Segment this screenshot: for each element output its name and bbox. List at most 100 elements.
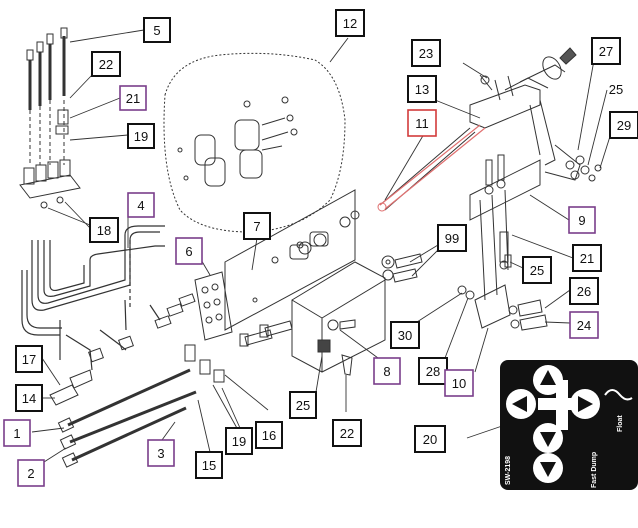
callout-label: 24 — [577, 318, 591, 333]
callout-29: 29 — [609, 111, 638, 139]
callout-label: 14 — [22, 391, 36, 406]
callout-25: 25 — [289, 391, 317, 419]
callout-label: 3 — [157, 446, 164, 461]
callout-box — [195, 451, 223, 479]
callout-label: 29 — [617, 118, 631, 133]
callout-label: 13 — [415, 82, 429, 97]
highlighted-rod — [379, 124, 486, 210]
callout-4: 4 — [127, 192, 155, 218]
decal-float-label: Float — [617, 415, 624, 432]
callout-label: 11 — [415, 116, 429, 131]
callout-box — [119, 85, 147, 111]
callout-label: 9 — [578, 213, 585, 228]
callout-box — [147, 439, 175, 467]
callout-box — [444, 369, 474, 397]
callout-28: 28 — [418, 357, 448, 385]
callout-14: 14 — [15, 384, 43, 412]
callout-25: 25 — [609, 82, 623, 97]
arrow-right-icon — [578, 396, 593, 412]
elbow-fitting — [69, 369, 93, 389]
fitting — [213, 369, 225, 383]
callout-30: 30 — [390, 321, 420, 349]
detail-cloud — [163, 52, 346, 233]
callout-9: 9 — [568, 206, 596, 234]
callout-19: 19 — [127, 123, 155, 149]
callout-13: 13 — [407, 75, 437, 103]
callout-16: 16 — [255, 421, 283, 449]
fitting — [57, 109, 69, 125]
callout-label: 30 — [398, 328, 412, 343]
callout-24: 24 — [569, 311, 599, 339]
callout-label: 16 — [262, 428, 276, 443]
callout-box — [15, 384, 43, 412]
bracket — [291, 261, 386, 376]
callout-box — [407, 109, 437, 137]
callout-label: 2 — [27, 466, 34, 481]
callout-label: 19 — [134, 129, 148, 144]
hose-long — [71, 406, 187, 462]
callout-1: 1 — [3, 419, 31, 447]
callout-box — [418, 357, 448, 385]
callout-label: 23 — [419, 46, 433, 61]
callout-21: 21 — [119, 85, 147, 111]
drawing — [19, 27, 602, 468]
hose-end — [60, 27, 68, 39]
arrow-up-icon — [540, 370, 556, 385]
hose-long — [69, 390, 197, 444]
callout-label: 8 — [383, 364, 390, 379]
callout-label: 21 — [580, 251, 594, 266]
callout-15: 15 — [195, 451, 223, 479]
callout-25: 25 — [522, 256, 552, 284]
callout-label: 5 — [153, 23, 160, 38]
callout-label: 25 — [609, 82, 623, 97]
callout-label: 4 — [137, 198, 144, 213]
callout-label: 22 — [340, 426, 354, 441]
callout-box — [569, 311, 599, 339]
callout-label: 22 — [99, 57, 113, 72]
callout-5: 5 — [143, 17, 171, 43]
hose-end — [36, 41, 44, 53]
callout-label: 10 — [452, 376, 466, 391]
callout-22: 22 — [91, 51, 121, 77]
callout-box — [569, 277, 599, 305]
callout-label: 25 — [530, 263, 544, 278]
callout-label: 1 — [13, 426, 20, 441]
callout-27: 27 — [591, 37, 621, 65]
callout-box — [572, 244, 602, 272]
callout-box — [407, 75, 437, 103]
callout-label: 18 — [97, 223, 111, 238]
callout-box — [609, 111, 638, 139]
hose-long — [67, 368, 191, 427]
callout-box — [89, 217, 119, 243]
callout-21: 21 — [572, 244, 602, 272]
callout-label: 21 — [126, 91, 140, 106]
callout-10: 10 — [444, 369, 474, 397]
callout-box — [3, 419, 31, 447]
mount-plate — [224, 189, 356, 331]
callout-box — [591, 37, 621, 65]
callout-20: 20 — [414, 425, 446, 453]
hose-end — [46, 33, 54, 45]
callout-19: 19 — [225, 427, 253, 455]
callout-box — [289, 391, 317, 419]
coupler-block — [19, 159, 81, 209]
callout-label: 27 — [599, 44, 613, 59]
callout-box — [255, 421, 283, 449]
callout-12: 12 — [335, 9, 365, 37]
callout-box — [143, 17, 171, 43]
callout-box — [373, 357, 401, 385]
callout-label: 20 — [423, 432, 437, 447]
hydraulic-tubes — [21, 225, 165, 371]
spacers — [289, 210, 423, 283]
callout-label: 26 — [577, 284, 591, 299]
callout-box — [390, 321, 420, 349]
callout-box — [15, 345, 43, 373]
callout-11: 11 — [407, 109, 437, 137]
nuts — [565, 155, 602, 182]
bolts — [239, 319, 356, 347]
decal-fast-dump-label: Fast Dump — [591, 452, 598, 488]
callout-box — [568, 206, 596, 234]
